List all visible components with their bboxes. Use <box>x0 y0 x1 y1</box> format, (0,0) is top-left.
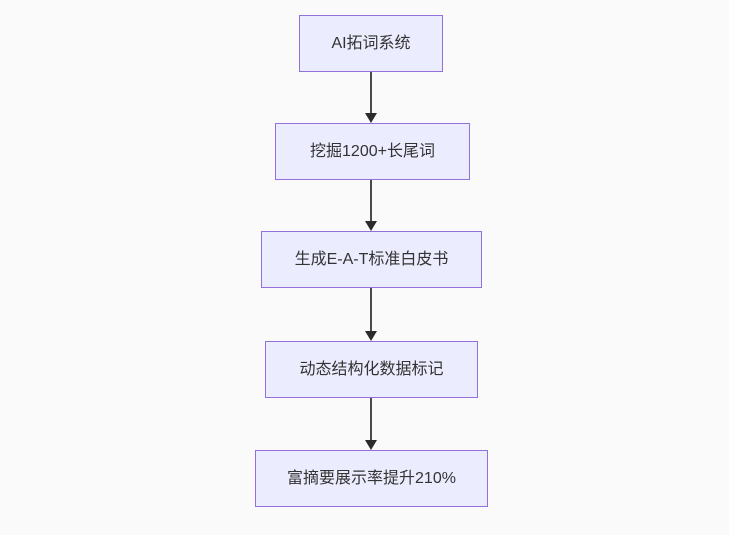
edge-line-2-3 <box>370 180 372 222</box>
edge-line-3-4 <box>370 288 372 332</box>
flow-node-label: AI拓词系统 <box>331 34 411 52</box>
flow-node-label: 动态结构化数据标记 <box>299 360 444 378</box>
arrowhead-down-icon <box>365 331 377 341</box>
flow-node-eat-whitepaper: 生成E-A-T标准白皮书 <box>261 231 482 288</box>
flow-node-label: 生成E-A-T标准白皮书 <box>294 250 449 268</box>
flow-node-structured-data-markup: 动态结构化数据标记 <box>265 341 478 398</box>
edge-line-4-5 <box>370 398 372 441</box>
arrowhead-down-icon <box>365 440 377 450</box>
flow-node-label: 富摘要展示率提升210% <box>287 469 456 487</box>
arrowhead-down-icon <box>365 113 377 123</box>
flow-node-ai-keyword-system: AI拓词系统 <box>299 15 443 72</box>
arrowhead-down-icon <box>365 221 377 231</box>
edge-line-1-2 <box>370 72 372 114</box>
flow-node-longtail-mining: 挖掘1200+长尾词 <box>275 123 470 180</box>
flow-node-rich-snippet-result: 富摘要展示率提升210% <box>255 450 488 507</box>
flow-node-label: 挖掘1200+长尾词 <box>310 142 435 160</box>
